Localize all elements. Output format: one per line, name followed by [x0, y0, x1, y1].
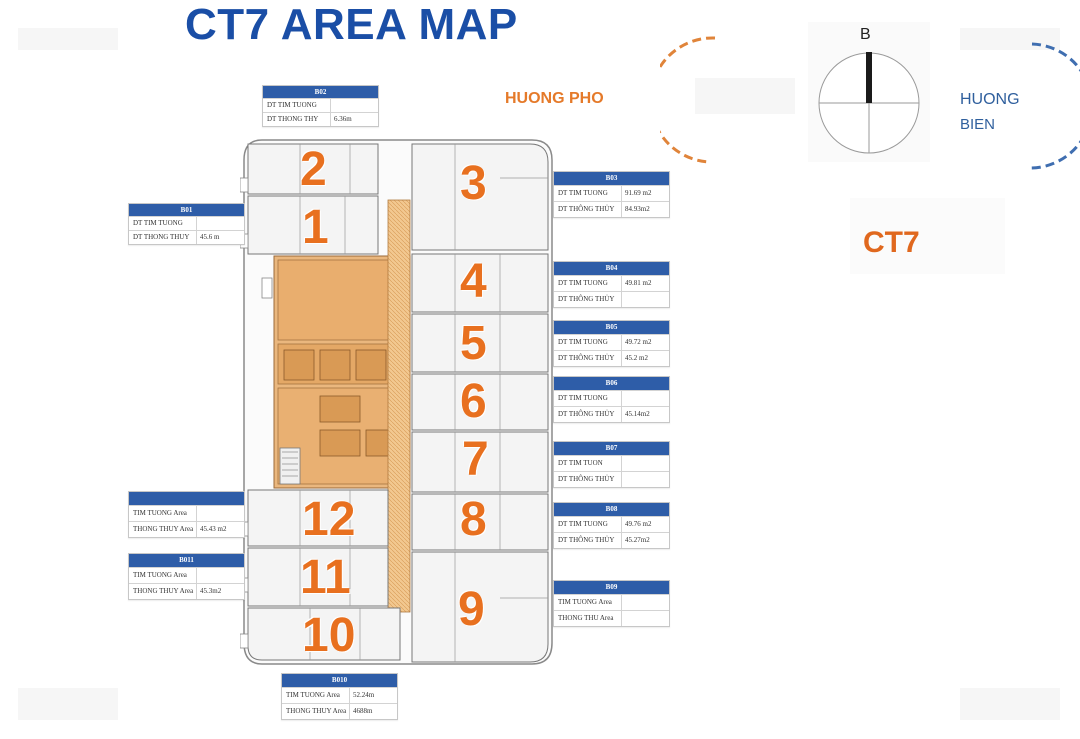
card-label: DT THONG THUY	[133, 233, 190, 241]
unit-area-card-b01: B01 DT TIM TUONG DT THONG THUY 45.6 m	[128, 203, 245, 245]
card-label: DT THONG THY	[267, 115, 319, 123]
card-label: DT THÔNG THỦY	[558, 475, 615, 483]
card-label: TIM TUONG Area	[558, 598, 612, 606]
building-label: CT7	[850, 198, 1005, 274]
unit-number-9: 9	[458, 583, 485, 636]
unit-area-card-b06: B06 DT TIM TUONG DT THÔNG THỦY 45.14m2	[553, 376, 670, 423]
unit-number-11: 11	[300, 551, 351, 604]
card-value: 49.72 m2	[621, 335, 669, 350]
card-value: 6.36m	[330, 113, 378, 126]
background-patch	[18, 28, 118, 50]
card-header: B05	[554, 321, 669, 334]
card-header: B010	[282, 674, 397, 687]
card-value: 52.24m	[349, 688, 397, 703]
street-arc-west	[660, 36, 716, 164]
card-label: DT THÔNG THỦY	[558, 295, 615, 303]
card-label: DT THÔNG THỦY	[558, 205, 615, 213]
card-label: DT TIM TUONG	[133, 219, 183, 227]
card-label: DT TIM TUONG	[558, 520, 608, 528]
compass-rose-icon	[818, 52, 920, 154]
card-header: B04	[554, 262, 669, 275]
compass-north-label: B	[860, 26, 871, 43]
card-value: 45.27m2	[621, 533, 669, 548]
card-label: DT THÔNG THỦY	[558, 410, 615, 418]
card-value	[621, 472, 669, 487]
card-value	[621, 456, 669, 471]
card-label: DT TIM TUON	[558, 459, 603, 467]
unit-number-6: 6	[460, 375, 487, 428]
card-label: THONG THUY Area	[133, 587, 194, 595]
card-label: THONG THUY Area	[286, 707, 347, 715]
card-label: TIM TUONG Area	[286, 691, 340, 699]
card-header: B02	[263, 86, 378, 98]
card-label: DT TIM TUONG	[558, 394, 608, 402]
unit-number-2: 2	[300, 143, 327, 196]
card-value	[621, 611, 669, 626]
card-header: B06	[554, 377, 669, 390]
card-value	[621, 391, 669, 406]
card-header	[129, 492, 244, 505]
card-label: TIM TUONG Area	[133, 509, 187, 517]
unit-area-card-b05: B05 DT TIM TUONG 49.72 m2 DT THÔNG THỦY 45…	[553, 320, 670, 367]
card-header: B011	[129, 554, 244, 567]
card-value	[621, 292, 669, 307]
card-label: TIM TUONG Area	[133, 571, 187, 579]
street-label-east-1: HUONG	[960, 91, 1020, 108]
card-label: DT TIM TUONG	[558, 189, 608, 197]
card-value: 4688m	[349, 704, 397, 719]
unit-area-card-b02: B02 DT TIM TUONG DT THONG THY 6.36m	[262, 85, 379, 127]
unit-number-8: 8	[460, 493, 487, 546]
card-label: DT THÔNG THỦY	[558, 354, 615, 362]
card-value	[330, 99, 378, 112]
unit-number-1: 1	[302, 201, 329, 254]
card-value	[196, 506, 244, 521]
street-label-north: HUONG PHO	[505, 90, 604, 107]
unit-area-card-b09: B09 TIM TUONG Area THONG THU Area	[553, 580, 670, 627]
page-title: CT7 AREA MAP	[185, 0, 518, 49]
compass: B	[808, 22, 930, 162]
card-value: 45.14m2	[621, 407, 669, 422]
card-header: B09	[554, 581, 669, 594]
unit-number-3: 3	[460, 157, 487, 210]
street-label-east-2: BIEN	[960, 116, 996, 133]
card-value	[196, 217, 244, 230]
card-value: 49.76 m2	[621, 517, 669, 532]
unit-area-card-b010: B010 TIM TUONG Area 52.24m THONG THUY Are…	[281, 673, 398, 720]
unit-number-10: 10	[302, 609, 356, 662]
card-value: 84.93m2	[621, 202, 669, 217]
card-label: THONG THU Area	[558, 614, 614, 622]
card-value: 49.81 m2	[621, 276, 669, 291]
unit-number-7: 7	[462, 433, 489, 486]
unit-area-card-b03: B03 DT TIM TUONG 91.69 m2 DT THÔNG THỦY 84…	[553, 171, 670, 218]
card-label: DT THÔNG THỦY	[558, 536, 615, 544]
card-value: 45.3m2	[196, 584, 244, 599]
card-header: B01	[129, 204, 244, 216]
unit-area-card-b07: B07 DT TIM TUON DT THÔNG THỦY	[553, 441, 670, 488]
card-value	[621, 595, 669, 610]
card-value: 45.2 m2	[621, 351, 669, 366]
card-value	[196, 568, 244, 583]
card-value: 45.6 m	[196, 231, 244, 244]
street-arc-east	[1027, 42, 1080, 170]
unit-area-card-b08: B08 DT TIM TUONG 49.76 m2 DT THÔNG THỦY 45…	[553, 502, 670, 549]
card-value: 91.69 m2	[621, 186, 669, 201]
card-label: DT TIM TUONG	[558, 338, 608, 346]
card-label: DT TIM TUONG	[267, 101, 317, 109]
floor-plan	[240, 139, 553, 665]
unit-number-4: 4	[460, 255, 487, 308]
unit-area-card-b04: B04 DT TIM TUONG 49.81 m2 DT THÔNG THỦY	[553, 261, 670, 308]
background-patch	[960, 688, 1060, 720]
card-label: THONG THUY Area	[133, 525, 194, 533]
card-header: B03	[554, 172, 669, 185]
background-patch	[18, 688, 118, 720]
unit-number-12: 12	[302, 493, 356, 546]
background-patch	[695, 78, 795, 114]
card-label: DT TIM TUONG	[558, 279, 608, 287]
unit-number-5: 5	[460, 317, 487, 370]
card-header: B08	[554, 503, 669, 516]
card-value: 45.43 m2	[196, 522, 244, 537]
card-header: B07	[554, 442, 669, 455]
